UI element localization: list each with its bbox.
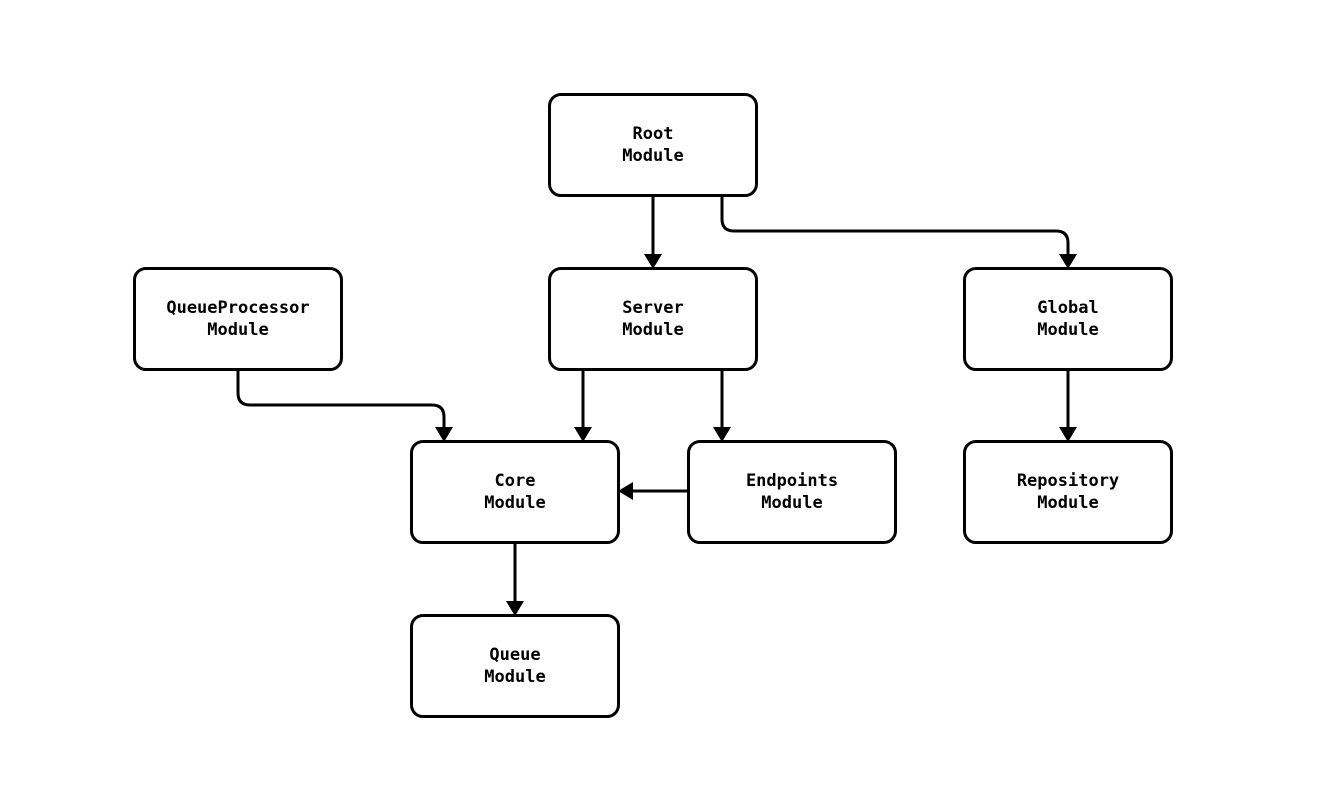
node-root[interactable]: Root Module [548, 93, 758, 197]
edge-root-to-global [720, 197, 1070, 258]
edge-queueprocessor-to-core [236, 371, 446, 431]
node-label-repository: Repository Module [1016, 471, 1120, 513]
node-label-endpoints: Endpoints Module [745, 471, 839, 513]
arrowhead-endpoints-to-core [618, 482, 633, 500]
node-label-server: Server Module [622, 298, 684, 340]
node-server[interactable]: Server Module [548, 267, 758, 371]
node-label-queue: Queue Module [484, 645, 546, 687]
node-label-queueprocessor: QueueProcessor Module [166, 298, 310, 340]
node-label-global: Global Module [1037, 298, 1099, 340]
node-repository[interactable]: Repository Module [963, 440, 1173, 544]
node-label-core: Core Module [484, 471, 546, 513]
node-endpoints[interactable]: Endpoints Module [687, 440, 897, 544]
node-core[interactable]: Core Module [410, 440, 620, 544]
node-queueprocessor[interactable]: QueueProcessor Module [133, 267, 343, 371]
node-queue[interactable]: Queue Module [410, 614, 620, 718]
node-label-root: Root Module [622, 124, 684, 166]
node-global[interactable]: Global Module [963, 267, 1173, 371]
